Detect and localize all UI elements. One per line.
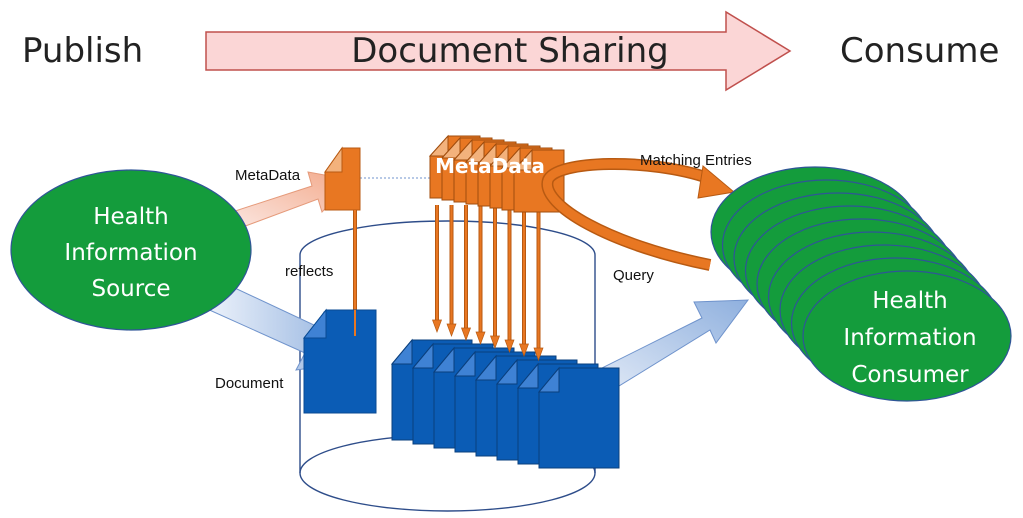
health-information-source: Health Information Source xyxy=(10,169,252,331)
metadata-to-documents-arrows xyxy=(431,205,544,361)
source-line-2: Information xyxy=(64,240,197,266)
publish-label: Publish xyxy=(22,31,143,71)
down-arrow xyxy=(489,205,501,349)
health-information-consumer-stack xyxy=(710,166,1012,402)
consumer-line-2: Information xyxy=(843,325,976,351)
document-sharing-label: Document Sharing xyxy=(351,31,668,71)
document-stack xyxy=(390,338,620,469)
query-matching-loop-arrow xyxy=(542,159,711,270)
consumer-line-1: Health xyxy=(872,288,948,314)
consume-label: Consume xyxy=(840,31,999,71)
document-label: Document xyxy=(215,375,284,392)
health-information-consumer: Health Information Consumer xyxy=(843,288,976,388)
document-icon xyxy=(302,308,377,414)
reflects-label: reflects xyxy=(285,263,333,280)
down-arrow xyxy=(460,205,472,341)
consumer-line-3: Consumer xyxy=(851,362,969,388)
metadata-registry-stack xyxy=(428,134,565,213)
down-arrow xyxy=(504,205,515,353)
metadata-document-icon xyxy=(324,146,361,211)
source-line-3: Source xyxy=(92,276,171,302)
down-arrow xyxy=(446,205,457,337)
metadata-small-label: MetaData xyxy=(235,167,301,184)
down-arrow xyxy=(431,205,443,333)
stacked-document xyxy=(537,366,620,469)
metadata-stack-label: MetaData xyxy=(435,154,545,178)
matching-entries-arrowhead xyxy=(697,165,736,199)
document-sharing-arrow xyxy=(205,10,792,92)
down-arrow xyxy=(518,205,530,357)
query-label: Query xyxy=(613,267,654,284)
down-arrow xyxy=(533,205,544,361)
down-arrow xyxy=(475,205,486,345)
matching-entries-label: Matching Entries xyxy=(640,152,752,169)
source-line-1: Health xyxy=(93,204,169,230)
consumer-ellipse xyxy=(802,270,1012,402)
